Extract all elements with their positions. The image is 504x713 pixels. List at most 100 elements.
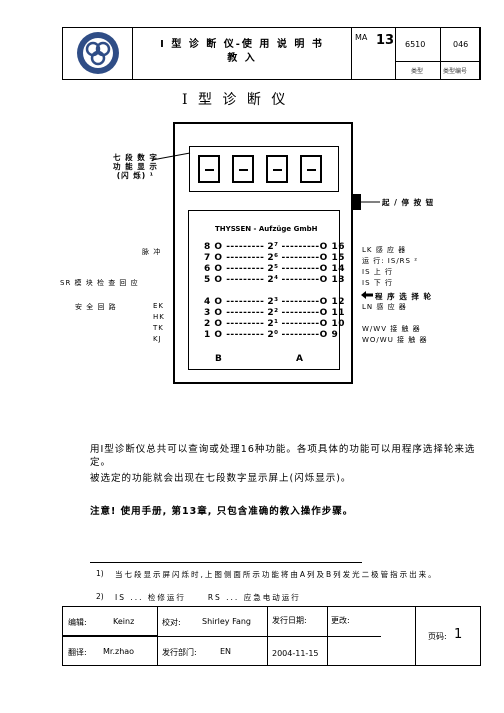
led-left-number: 6 <box>204 264 211 274</box>
start-stop-button[interactable] <box>351 194 361 210</box>
led-a-icon: O <box>319 330 332 340</box>
footnote-divider <box>90 562 362 563</box>
led-row: 8 O ---------2⁷---------O 16 <box>204 242 345 252</box>
paragraph-functions: 用I型诊断仪总共可以查询或处理16种功能。各项具体的功能可以用程序选择轮来选定。 <box>90 444 476 468</box>
led-dash-line: --------- <box>226 242 265 252</box>
diagnostic-device-outline <box>173 122 353 384</box>
code-value: 6510 <box>405 40 426 49</box>
led-b-icon: O <box>210 275 227 285</box>
display-digit <box>300 155 322 183</box>
led-b-icon: O <box>210 308 227 318</box>
doc-number-value: 046 <box>453 40 469 49</box>
led-right-number: 15 <box>331 253 345 263</box>
led-right-number: 16 <box>331 242 345 252</box>
translator-label: 翻译: <box>68 648 87 657</box>
ma-cell: MA 13 <box>352 28 396 79</box>
led-left-number: 4 <box>204 297 211 307</box>
led-left-number: 5 <box>204 275 211 285</box>
panel-title: THYSSEN - Aufzüge GmbH <box>215 225 318 233</box>
led-right-number: 14 <box>331 264 345 274</box>
led-row: 7 O ---------2⁶---------O 15 <box>204 253 345 263</box>
editor-label: 编辑: <box>68 618 87 627</box>
label-wo-contactor: WO/WU 接 触 器 <box>362 336 428 344</box>
led-right-number: 13 <box>331 275 345 285</box>
led-power-value: 2⁷ <box>267 242 279 252</box>
display-digit <box>198 155 220 183</box>
led-a-icon: O <box>319 242 332 252</box>
column-b-label: B <box>215 354 223 364</box>
note-text: 注意! 使用手册, 第13章, 只包含准确的教入操作步骤。 <box>90 506 354 517</box>
label-kj: KJ <box>153 335 162 343</box>
led-left-number: 3 <box>204 308 211 318</box>
label-safety-circuit: 安 全 回 路 <box>75 303 117 311</box>
display-digit <box>266 155 288 183</box>
led-b-icon: O <box>210 330 227 340</box>
document-header: I 型 诊 断 仪-使 用 说 明 书 教 入 MA 13 6510 类型 04… <box>62 27 481 80</box>
display-label: 七 段 数 字 功 能 显 示 (闪 烁) ¹ <box>113 153 158 180</box>
label-run-mode: 运 行: IS/RS ² <box>362 257 419 265</box>
column-a-label: A <box>296 354 304 364</box>
logo-cell <box>63 28 133 79</box>
footnote-2-text: IS ... 检修运行 RS ... 应急电动运行 <box>115 593 301 602</box>
led-left-number: 8 <box>204 242 211 252</box>
page-label: 页码: <box>428 632 447 641</box>
led-left-number: 2 <box>204 319 211 329</box>
translator-value: Mr.zhao <box>103 647 135 656</box>
led-dash-line: --------- <box>281 264 320 274</box>
led-right-number: 11 <box>331 308 345 318</box>
label-is-down: IS 下 行 <box>362 279 393 287</box>
led-dash-line: --------- <box>226 330 265 340</box>
led-a-icon: O <box>319 275 332 285</box>
label-hk: HK <box>153 313 165 321</box>
label-ln-sensor: LN 感 应 器 <box>362 303 407 311</box>
label-sr-check: SR 模 块 检 查 回 应 <box>60 279 139 287</box>
issue-date-value: 2004-11-15 <box>272 649 319 658</box>
led-dash-line: --------- <box>281 297 320 307</box>
code-cell: 6510 类型 <box>396 28 441 79</box>
dept-value: EN <box>220 647 232 656</box>
issue-date-label: 发行日期: <box>272 616 307 625</box>
header-divider <box>396 61 480 62</box>
display-digit <box>232 155 254 183</box>
seven-segment-display <box>189 146 339 192</box>
label-wv-contactor: W/WV 接 触 器 <box>362 325 421 333</box>
led-a-icon: O <box>319 264 332 274</box>
page-number: 1 <box>454 627 463 642</box>
proof-label: 校对: <box>162 618 181 627</box>
label-pulse: 脉 冲 <box>142 248 162 256</box>
ma-label: MA <box>355 33 368 42</box>
label-ek: EK <box>153 302 165 310</box>
label-program-selector: 程 序 选 择 轮 <box>375 292 432 301</box>
led-left-number: 7 <box>204 253 211 263</box>
led-power-value: 2⁶ <box>267 253 279 263</box>
footnote-2-marker: 2) <box>96 592 104 601</box>
ma-number: 13 <box>376 33 395 48</box>
led-right-number: 10 <box>331 319 345 329</box>
led-power-value: 2⁵ <box>267 264 279 274</box>
led-dash-line: --------- <box>281 330 320 340</box>
display-pointer-line <box>152 152 191 161</box>
led-a-icon: O <box>319 253 332 263</box>
change-label: 更改: <box>331 616 350 625</box>
led-row: 1 O ---------2⁰---------O 9 <box>204 330 338 340</box>
led-panel: THYSSEN - Aufzüge GmbH <box>188 210 340 370</box>
led-row: 5 O ---------2⁴---------O 13 <box>204 275 345 285</box>
page-title: I 型 诊 断 仪 <box>182 92 289 108</box>
label-lk-sensor: LK 感 应 器 <box>362 246 407 254</box>
document-title: I 型 诊 断 仪-使 用 说 明 书 教 入 <box>133 28 352 79</box>
led-row: 6 O ---------2⁵---------O 14 <box>204 264 345 274</box>
led-right-number: 9 <box>331 330 339 340</box>
footnote-1-marker: 1) <box>96 569 104 578</box>
paragraph-display: 被选定的功能就会出现在七段数字显示屏上(闪烁显示)。 <box>90 473 352 484</box>
led-dash-line: --------- <box>226 319 265 329</box>
led-b-icon: O <box>210 242 227 252</box>
footnote-1-text: 当七段显示屏闪烁时,上图侧面所示功能将由A列及B列发光二极管指示出来。 <box>115 570 438 579</box>
led-b-icon: O <box>210 264 227 274</box>
proof-value: Shirley Fang <box>202 617 251 626</box>
led-a-icon: O <box>319 319 332 329</box>
led-b-icon: O <box>210 297 227 307</box>
led-right-number: 12 <box>331 297 345 307</box>
led-a-icon: O <box>319 308 332 318</box>
led-left-number: 1 <box>204 330 211 340</box>
led-dash-line: --------- <box>281 275 320 285</box>
